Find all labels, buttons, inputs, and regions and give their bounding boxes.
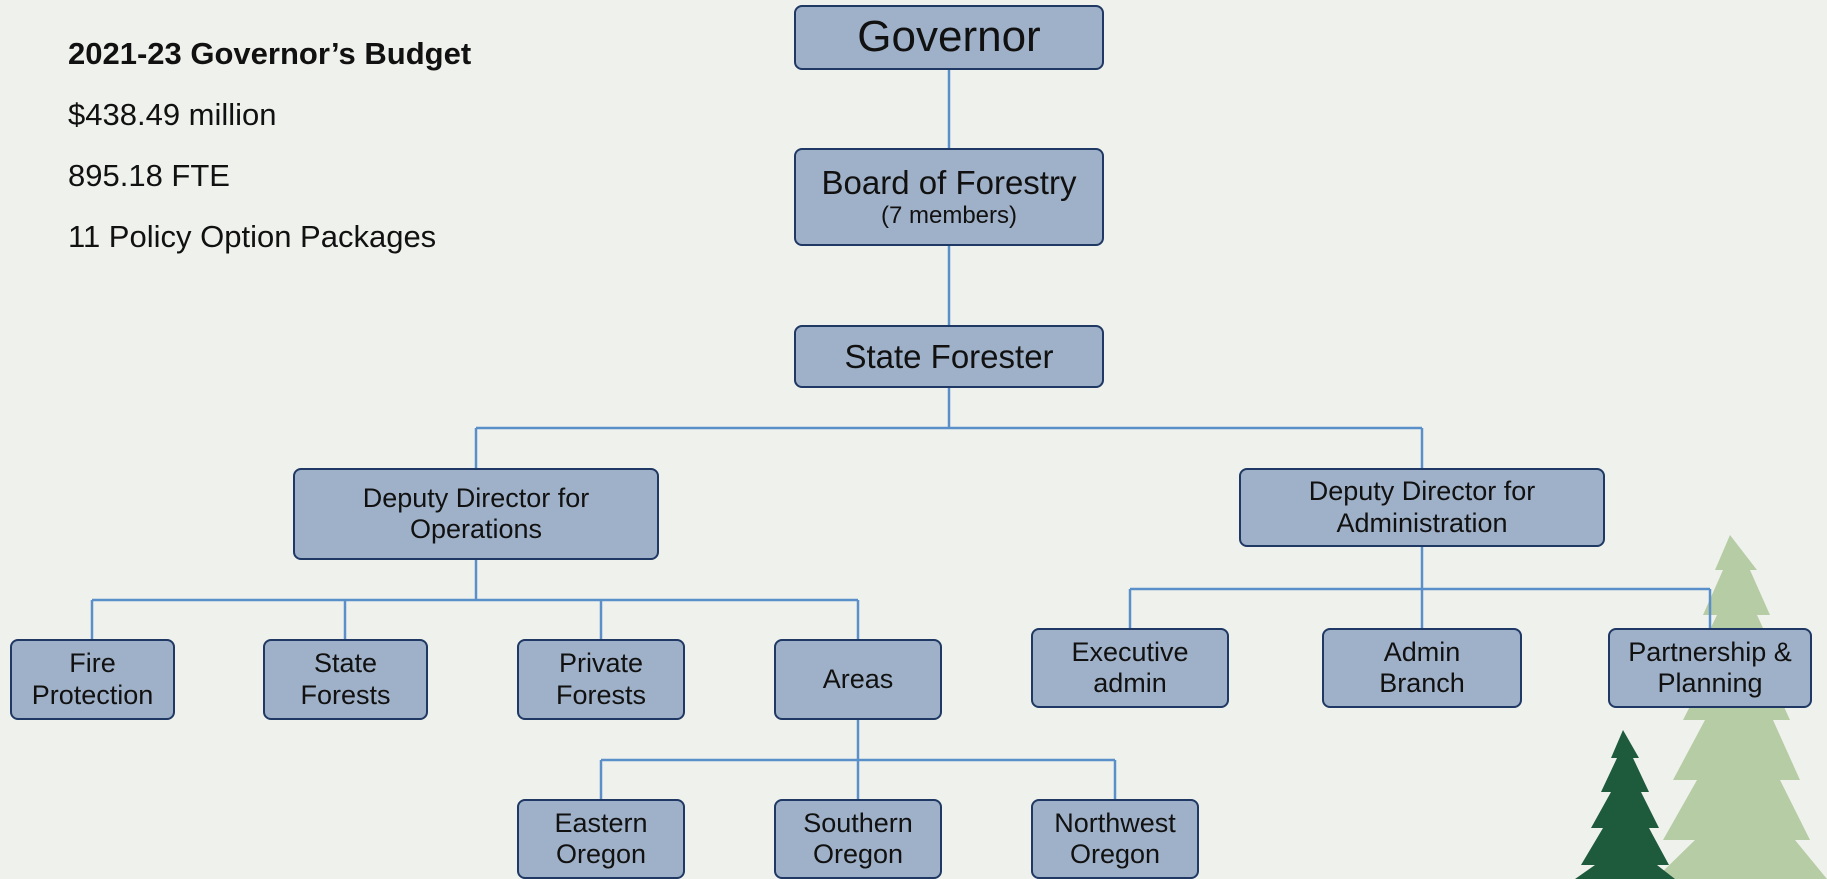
node-private-forests: Private Forests: [517, 639, 685, 720]
fte-count: 895.18 FTE: [68, 158, 230, 193]
node-governor: Governor: [794, 5, 1104, 70]
budget-title: 2021-23 Governor’s Budget: [68, 36, 472, 71]
node-deputy-director-operations: Deputy Director for Operations: [293, 468, 659, 560]
node-label: Eastern Oregon: [554, 807, 648, 869]
policy-option-packages: 11 Policy Option Packages: [68, 219, 437, 254]
node-label: State Forester: [844, 337, 1054, 375]
node-eastern-oregon: Eastern Oregon: [517, 799, 685, 879]
node-state-forests: State Forests: [263, 639, 428, 720]
node-sublabel: (7 members): [880, 202, 1018, 230]
node-label: Deputy Director for Administration: [1308, 476, 1536, 538]
node-deputy-director-administration: Deputy Director for Administration: [1239, 468, 1605, 547]
node-label: Governor: [857, 12, 1041, 62]
node-admin-branch: Admin Branch: [1322, 628, 1522, 708]
node-label: Partnership & Planning: [1628, 636, 1792, 698]
node-label: State Forests: [300, 648, 391, 710]
node-executive-admin: Executive admin: [1031, 628, 1229, 708]
node-southern-oregon: Southern Oregon: [774, 799, 942, 879]
node-fire-protection: Fire Protection: [10, 639, 175, 720]
node-label: Areas: [822, 663, 894, 694]
node-label: Private Forests: [555, 648, 647, 710]
node-label: Southern Oregon: [803, 807, 913, 869]
node-state-forester: State Forester: [794, 325, 1104, 388]
node-label: Northwest Oregon: [1054, 807, 1176, 869]
node-label: Board of Forestry: [821, 164, 1077, 202]
node-areas: Areas: [774, 639, 942, 720]
node-partnership-planning: Partnership & Planning: [1608, 628, 1812, 708]
node-northwest-oregon: Northwest Oregon: [1031, 799, 1199, 879]
node-label: Deputy Director for Operations: [362, 482, 590, 544]
node-board-of-forestry: Board of Forestry (7 members): [794, 148, 1104, 246]
budget-amount: $438.49 million: [68, 97, 277, 132]
node-label: Executive admin: [1071, 636, 1189, 698]
node-label: Admin Branch: [1379, 636, 1465, 698]
node-label: Fire Protection: [31, 648, 154, 710]
